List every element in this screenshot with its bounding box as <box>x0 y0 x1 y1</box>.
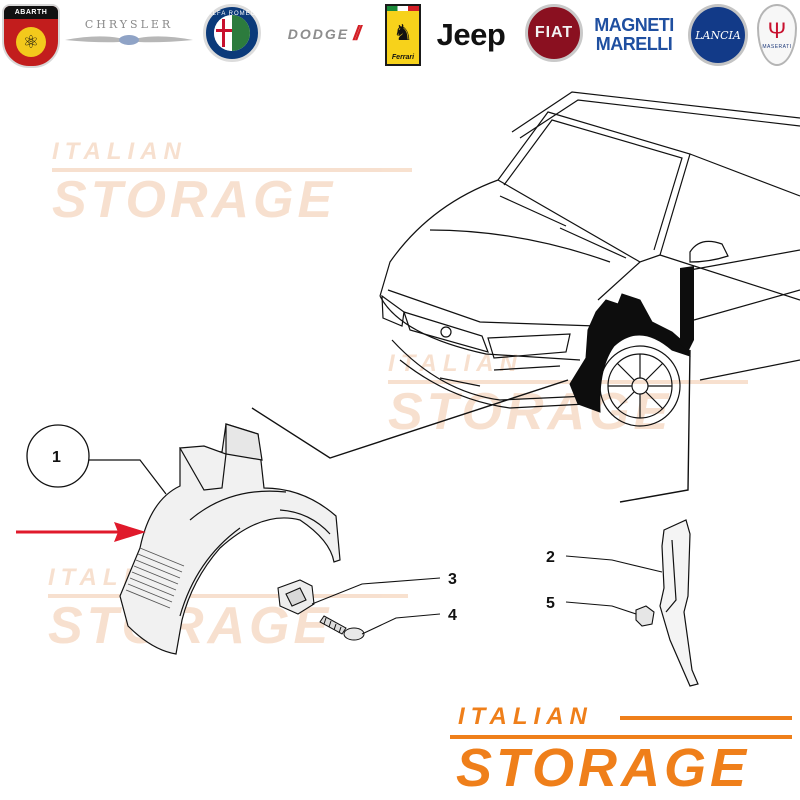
chrysler-wings-icon: CHRYSLER <box>62 14 196 50</box>
lancia-label: LANCIA <box>695 28 741 42</box>
callout-3-label: 3 <box>448 571 457 588</box>
red-pointer-arrow-icon <box>16 522 146 542</box>
part-3-clip <box>277 579 315 615</box>
side-trim-on-car-highlight <box>680 266 694 352</box>
logo-line-1: ITALIAN <box>458 703 593 730</box>
watermark-bottom-left: ITALIAN STORAGE <box>48 566 408 652</box>
italian-storage-logo: ITALIAN STORAGE <box>450 703 795 797</box>
callout-4-label: 4 <box>448 607 457 624</box>
maserati-trident-icon: Ψ MASERATI <box>757 4 797 66</box>
jeep-wordmark-icon: Jeep <box>428 14 514 56</box>
magneti-label: MAGNETI <box>594 15 674 35</box>
callout-1-label: 1 <box>52 449 61 466</box>
callout-5-leader <box>565 601 637 615</box>
alfa-romeo-label: ALFA ROMEO <box>207 11 257 17</box>
liner-on-car-highlight <box>569 293 691 413</box>
ferrari-prancing-horse-icon: ♞ Ferrari <box>385 4 421 66</box>
abarth-label: ABARTH <box>4 6 58 19</box>
callout-4-leader <box>361 613 441 635</box>
watermark-top-left: ITALIAN STORAGE <box>52 140 412 226</box>
leader-line-to-liner <box>251 379 569 459</box>
abarth-scorpion-shield-icon: ABARTH ⚛ <box>2 4 60 68</box>
fiat-label: FIAT <box>534 24 574 41</box>
dodge-stripes-icon: DODGE // <box>287 22 362 45</box>
callout-2-label: 2 <box>546 549 555 566</box>
part-1-wheel-arch-liner <box>119 423 341 655</box>
part-5-nut <box>635 605 655 627</box>
part-2-side-trim <box>659 519 699 687</box>
lancia-badge-icon: LANCIA <box>688 4 748 66</box>
car-illustration <box>379 91 800 427</box>
marelli-label: MARELLI <box>595 34 673 54</box>
maserati-label: MASERATI <box>762 44 792 50</box>
logo-line-2: STORAGE <box>456 738 751 798</box>
callout-1-leader <box>89 459 167 495</box>
brand-logo-strip: ABARTH ⚛ CHRYSLER ALFA ROMEO DODGE // ♞ … <box>0 0 800 78</box>
callout-5-label: 5 <box>546 595 555 612</box>
callout-2-leader <box>565 555 663 573</box>
chrysler-label: CHRYSLER <box>84 18 174 31</box>
part-4-screw <box>319 615 365 641</box>
fiat-badge-icon: FIAT <box>525 4 583 62</box>
jeep-label: Jeep <box>436 17 506 52</box>
ferrari-label: Ferrari <box>391 54 415 61</box>
dodge-label: DODGE <box>287 26 350 42</box>
callout-1-circle <box>26 424 90 488</box>
callout-3-leader <box>311 577 441 605</box>
parts-diagram: 1 2 5 3 4 <box>16 91 800 687</box>
alfa-romeo-badge-icon: ALFA ROMEO <box>203 4 261 62</box>
leader-line-to-side-trim <box>619 349 691 503</box>
magneti-marelli-wordmark-icon: MAGNETI MARELLI <box>588 10 680 60</box>
